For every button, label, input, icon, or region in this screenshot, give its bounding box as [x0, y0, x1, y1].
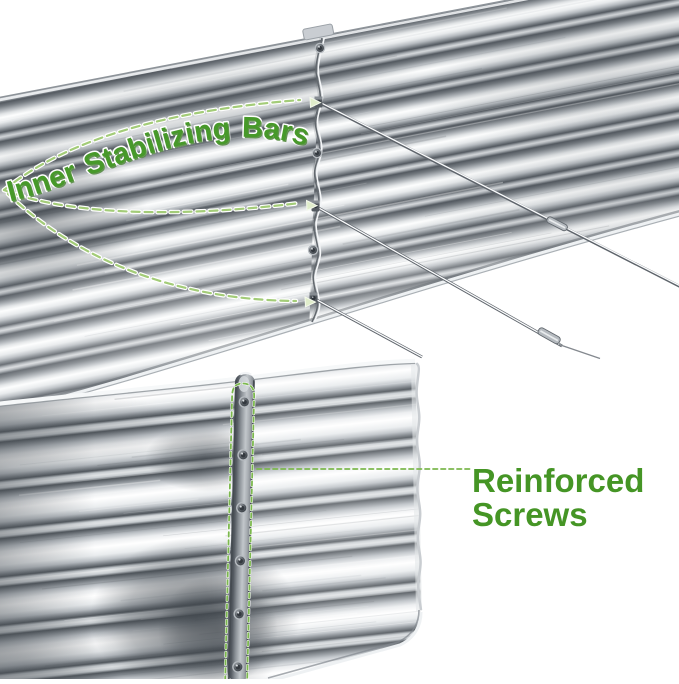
svg-text:Reinforced: Reinforced	[472, 462, 644, 499]
svg-text:Screws: Screws	[472, 496, 588, 533]
